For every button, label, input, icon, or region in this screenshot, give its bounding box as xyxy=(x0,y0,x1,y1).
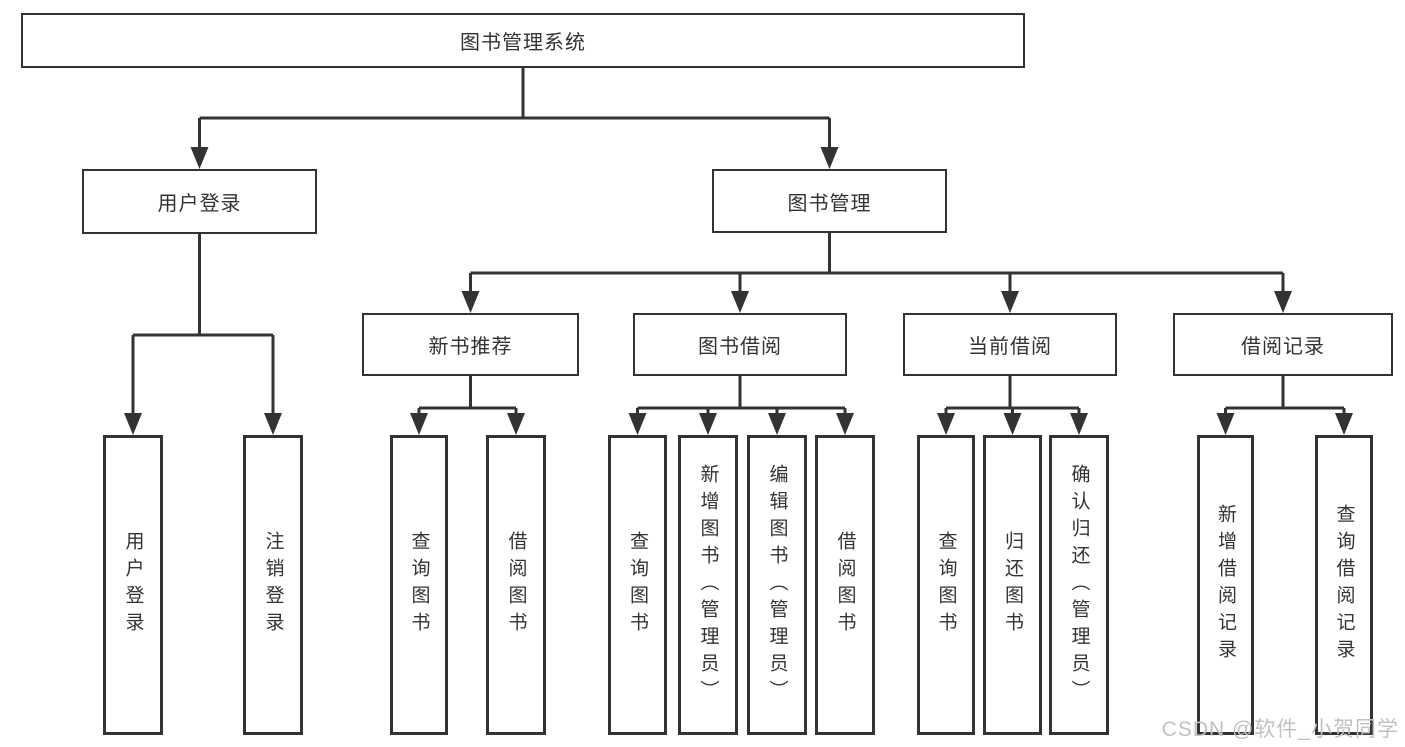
leaf-query-books-1: 查询图书 xyxy=(390,435,448,735)
csdn-watermark: CSDN @软件_小贺同学 xyxy=(1161,718,1399,741)
leaf-logout: 注销登录 xyxy=(243,435,303,735)
node-borrow-records: 借阅记录 xyxy=(1173,313,1393,376)
node-new-book-recommend: 新书推荐 xyxy=(362,313,579,376)
leaf-query-books-2: 查询图书 xyxy=(608,435,667,735)
leaf-borrow-books-1: 借阅图书 xyxy=(486,435,546,735)
node-user-login: 用户登录 xyxy=(82,169,317,234)
leaf-query-books-3: 查询图书 xyxy=(917,435,975,735)
node-current-borrowing: 当前借阅 xyxy=(903,313,1117,376)
leaf-query-borrow-record: 查询借阅记录 xyxy=(1315,435,1373,735)
node-library-system: 图书管理系统 xyxy=(21,13,1025,68)
leaf-user-login: 用户登录 xyxy=(103,435,163,735)
leaf-add-book-admin: 新增图书（管理员） xyxy=(678,435,738,735)
leaf-edit-book-admin: 编辑图书（管理员） xyxy=(747,435,807,735)
node-book-borrowing: 图书借阅 xyxy=(633,313,847,376)
leaf-borrow-books-2: 借阅图书 xyxy=(815,435,875,735)
leaf-confirm-return-admin: 确认归还（管理员） xyxy=(1049,435,1109,735)
leaf-return-book: 归还图书 xyxy=(983,435,1042,735)
leaf-add-borrow-record: 新增借阅记录 xyxy=(1197,435,1254,735)
node-book-management: 图书管理 xyxy=(712,169,947,233)
